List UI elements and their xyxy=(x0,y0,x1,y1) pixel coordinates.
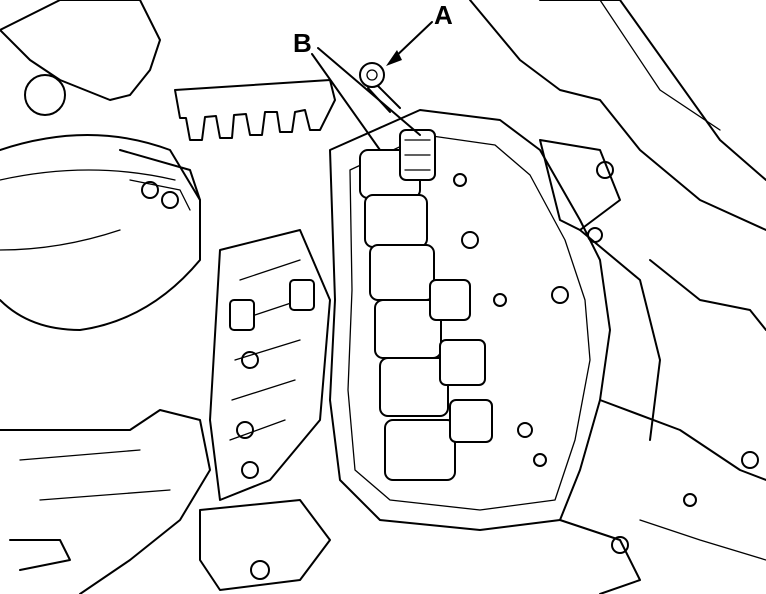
comb-bracket xyxy=(174,79,336,141)
solenoid-valves xyxy=(359,129,547,481)
bolt-a xyxy=(359,62,401,113)
valve-body-frame xyxy=(329,109,611,531)
callout-b-label: B xyxy=(293,28,312,58)
wiring-harness xyxy=(129,179,331,591)
callout-a-label: A xyxy=(434,0,453,30)
leader-lines xyxy=(311,21,433,151)
right-bracket xyxy=(539,139,759,469)
